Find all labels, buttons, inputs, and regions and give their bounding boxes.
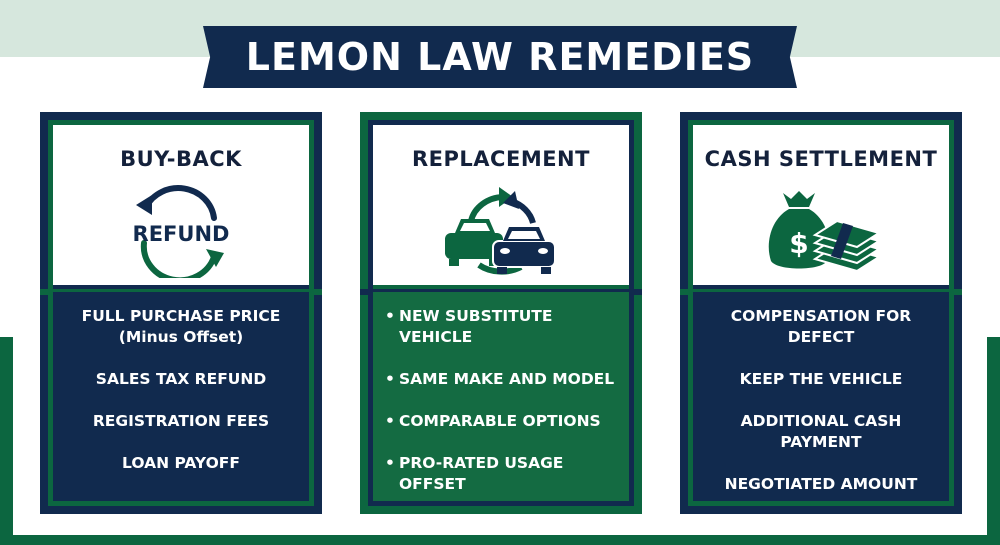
page-title: LEMON LAW REMEDIES [245, 35, 755, 79]
list-item: NEGOTIATED AMOUNT [724, 475, 918, 493]
card-title: REPLACEMENT [412, 147, 590, 171]
frame-left-bar [0, 337, 13, 545]
list-item: LOAN PAYOFF [122, 454, 240, 472]
car-swap-icon [441, 183, 561, 282]
card-header: BUY-BACK REFUND [53, 125, 309, 285]
card-body: •NEW SUBSTITUTE VEHICLE •SAME MAKE AND M… [373, 292, 629, 501]
svg-text:REFUND: REFUND [133, 222, 230, 246]
card-header: REPLACEMENT [373, 125, 629, 285]
list-item: ADDITIONAL CASH PAYMENT [740, 412, 902, 451]
card-inner-border [48, 120, 314, 506]
list-item: KEEP THE VEHICLE [739, 370, 903, 388]
card-title: BUY-BACK [120, 147, 242, 171]
card-inner-border [688, 120, 954, 506]
list-item: (Minus Offset) [118, 328, 244, 346]
list-item: •NEW SUBSTITUTE VEHICLE [385, 307, 553, 346]
list-item: •COMPARABLE OPTIONS [385, 412, 601, 430]
frame-right-bar [987, 337, 1000, 545]
svg-text:$: $ [789, 227, 808, 260]
title-banner: LEMON LAW REMEDIES [203, 26, 797, 88]
list-item: REGISTRATION FEES [92, 412, 270, 430]
refund-cycle-icon: REFUND [126, 183, 236, 284]
card-buy-back: BUY-BACK REFUND FULL PURCHASE PRICE (Min… [40, 112, 322, 514]
list-item: •PRO-RATED USAGE OFFSET [385, 454, 564, 493]
list-item: FULL PURCHASE PRICE [81, 307, 281, 325]
card-header: CASH SETTLEMENT $ [693, 125, 949, 285]
card-cash-settlement: CASH SETTLEMENT $ COMPENSATION FOR DEFEC… [680, 112, 962, 514]
list-item: COMPENSATION FOR DEFECT [730, 307, 912, 346]
card-body: FULL PURCHASE PRICE (Minus Offset) SALES… [53, 292, 309, 501]
bottom-frame [0, 337, 1000, 545]
list-item: SALES TAX REFUND [95, 370, 267, 388]
frame-bottom-bar [0, 535, 1000, 545]
list-item: •SAME MAKE AND MODEL [385, 370, 615, 388]
card-title: CASH SETTLEMENT [704, 147, 938, 171]
money-bag-icon: $ [761, 183, 882, 282]
card-body: COMPENSATION FOR DEFECT KEEP THE VEHICLE… [693, 292, 949, 501]
card-replacement: REPLACEMENT [360, 112, 642, 514]
card-inner-border [368, 120, 634, 506]
